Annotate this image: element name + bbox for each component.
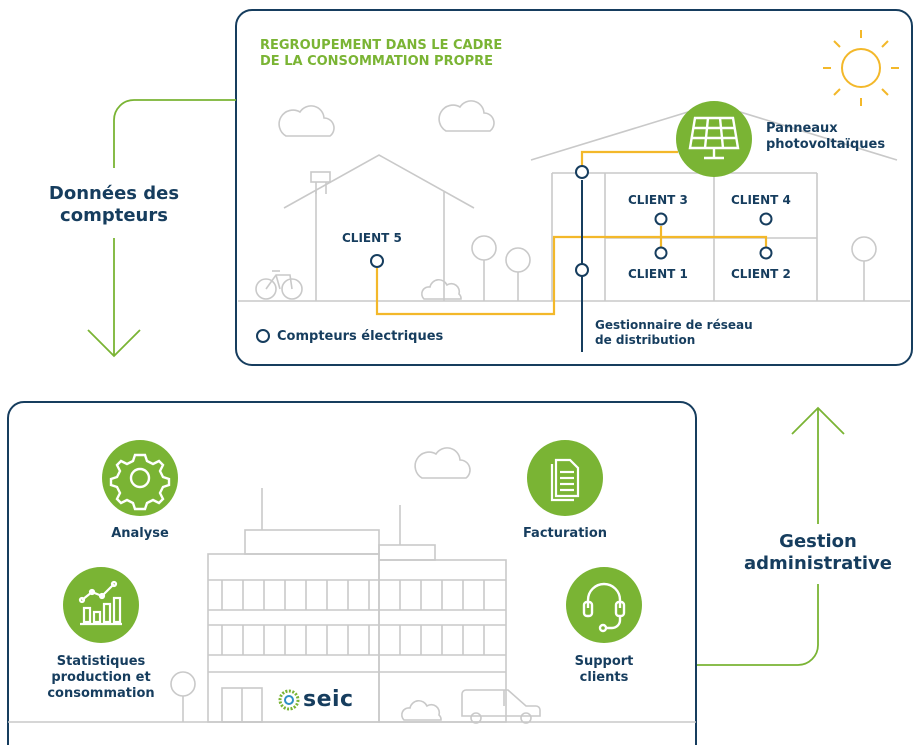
shrub (420, 279, 462, 300)
admin-flow-arrow (697, 406, 845, 666)
top-panel-title: REGROUPEMENT DANS LE CADRE DE LA CONSOMM… (260, 38, 502, 70)
seic-logo-icon (278, 689, 300, 711)
cloud-icon (414, 447, 471, 479)
sun-icon (823, 30, 899, 106)
tree-icon (471, 235, 497, 301)
tree-icon (851, 236, 877, 301)
analyse-label: Analyse (111, 526, 169, 541)
office-building (207, 488, 507, 723)
grid-operator-label-line2: de distribution (595, 333, 696, 347)
headset-icon (566, 567, 642, 643)
solar-panel-label-line1: Panneaux (766, 121, 838, 136)
stats-label: Statistiques production et consommation (36, 654, 166, 702)
client-4-label: CLIENT 4 (731, 193, 791, 207)
billing-label: Facturation (522, 526, 608, 541)
admin-flow-label: Gestion administrative (728, 531, 908, 575)
cloud-icon (278, 105, 335, 137)
support-label-line2: clients (579, 670, 629, 685)
grid-operator-label-line1: Gestionnaire de réseau (595, 318, 753, 332)
solar-panel-label: Panneaux photovoltaïques (766, 121, 885, 153)
client-2-label: CLIENT 2 (731, 267, 791, 281)
meter-icon (370, 165, 773, 277)
stats-label-line2: production et (51, 670, 151, 685)
document-icon (527, 440, 603, 516)
solar-wiring (375, 150, 768, 316)
company-logo-text: seic (303, 687, 354, 712)
support-label-line1: Support (574, 654, 634, 669)
shrub (400, 700, 442, 721)
solar-panel-label-line2: photovoltaïques (766, 137, 886, 152)
tree-icon (505, 247, 531, 301)
meter-legend-label: Compteurs électriques (277, 329, 444, 344)
top-panel-title-line1: REGROUPEMENT DANS LE CADRE (260, 38, 503, 53)
client-3-label: CLIENT 3 (628, 193, 688, 207)
gear-icon (102, 440, 178, 516)
cloud-icon (438, 100, 495, 132)
chart-icon (63, 567, 139, 643)
stats-label-line3: consommation (47, 686, 155, 701)
data-flow-label: Données des compteurs (34, 183, 194, 227)
top-panel-title-line2: DE LA CONSOMMATION PROPRE (260, 54, 494, 69)
top-panel-frame (235, 9, 913, 366)
legend-meter-icon (256, 329, 270, 343)
tree-icon (170, 671, 196, 722)
bottom-panel-frame (7, 401, 697, 745)
admin-flow-label-line2: administrative (744, 553, 892, 574)
client-5-label: CLIENT 5 (342, 231, 402, 245)
data-flow-label-line2: compteurs (60, 205, 168, 226)
van-icon (461, 689, 541, 724)
data-flow-label-line1: Données des (48, 183, 180, 204)
support-label: Support clients (554, 654, 654, 686)
data-flow-arrow (87, 99, 236, 358)
stats-label-line1: Statistiques (56, 654, 146, 669)
solar-panel-icon (676, 101, 752, 177)
admin-flow-label-line1: Gestion (779, 531, 857, 552)
left-house (283, 154, 475, 301)
bicycle-icon (255, 270, 303, 300)
client-1-label: CLIENT 1 (628, 267, 688, 281)
grid-operator-label: Gestionnaire de réseau de distribution (595, 318, 753, 348)
